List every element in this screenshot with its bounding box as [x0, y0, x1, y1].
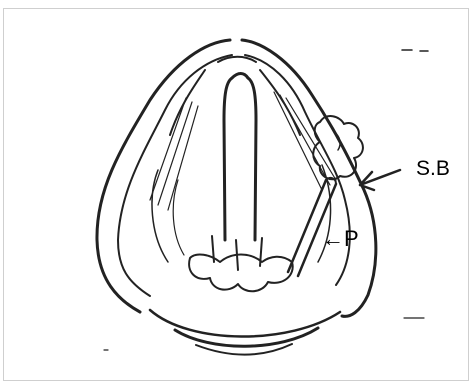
- inner-outline-left: [118, 55, 232, 296]
- outer-outline-right: [242, 40, 376, 316]
- label-sb: S.B: [416, 158, 450, 179]
- arrow-sb: [360, 170, 400, 190]
- label-p: ←P: [322, 228, 359, 250]
- structure-sb: [313, 116, 363, 179]
- outer-outline: [97, 40, 230, 312]
- epiglottis-arch: [170, 70, 300, 135]
- arytenoid-cartilages: [189, 255, 293, 292]
- central-fold: [224, 78, 256, 240]
